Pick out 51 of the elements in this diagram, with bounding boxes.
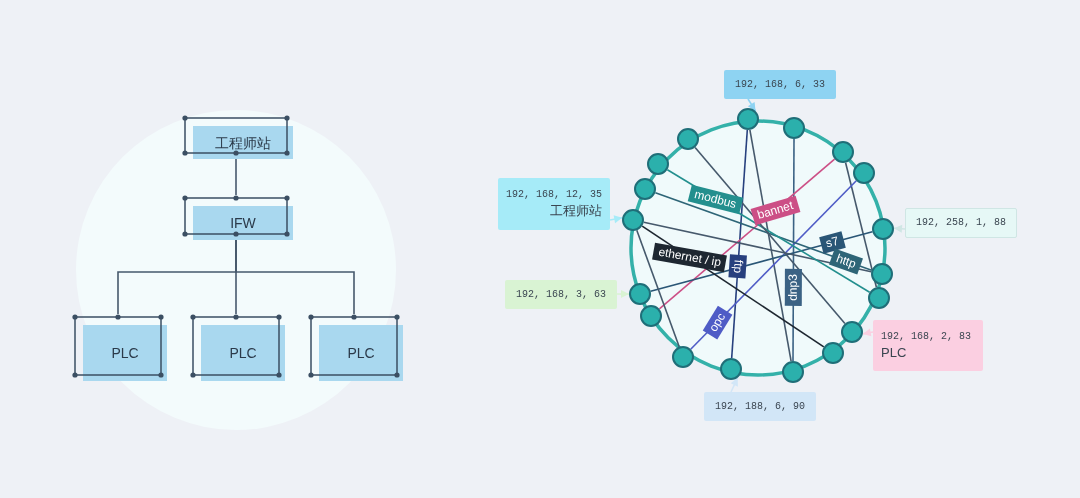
node-circle <box>868 287 890 309</box>
device-label: 工程师站 <box>550 202 602 220</box>
callout-box <box>873 320 983 371</box>
callout-box <box>498 178 610 230</box>
callout-pointer <box>730 376 739 393</box>
link-line <box>844 161 878 289</box>
link-line <box>730 129 749 359</box>
node-circle <box>672 346 694 368</box>
link-line <box>689 180 858 350</box>
callout-pointer <box>862 328 874 337</box>
node-circle <box>822 342 844 364</box>
node-circle <box>720 358 742 380</box>
node-circle <box>872 218 894 240</box>
callout-pointer <box>616 290 630 299</box>
callout-box <box>704 392 816 421</box>
ip-address-text: 192, 258, 1, 88 <box>916 216 1006 230</box>
callout-box <box>505 280 617 309</box>
node-label: PLC <box>347 344 375 362</box>
link-line <box>636 229 680 348</box>
link-line <box>694 146 846 325</box>
callout-pointer <box>747 98 757 112</box>
callout-box <box>905 208 1017 238</box>
link-line <box>749 129 792 362</box>
edge-label: dnp3 <box>784 269 802 307</box>
node-circle <box>647 153 669 175</box>
ip-address-text: 192, 168, 6, 33 <box>735 77 825 92</box>
node-circle <box>871 263 893 285</box>
connector-line <box>235 158 237 196</box>
ip-address-text: 192, 168, 3, 63 <box>516 287 606 302</box>
node-label: PLC <box>229 344 257 362</box>
ip-address-text: 192, 168, 2, 83 <box>881 329 971 344</box>
callout-pointer <box>609 215 623 224</box>
node-circle <box>783 117 805 139</box>
node-circle <box>782 361 804 383</box>
device-label: PLC <box>881 343 907 362</box>
node-circle <box>677 128 699 150</box>
node-circle <box>737 108 759 130</box>
node-circle <box>832 141 854 163</box>
node-circle <box>640 305 662 327</box>
connector-line <box>235 239 355 315</box>
node-label: IFW <box>230 214 256 232</box>
ip-address-text: 192, 168, 12, 35 <box>506 188 602 202</box>
node-circle <box>853 162 875 184</box>
callout-box <box>724 70 836 99</box>
node-circle <box>634 178 656 200</box>
callout-pointer <box>893 224 906 233</box>
node-circle <box>629 283 651 305</box>
node-label: PLC <box>111 344 139 362</box>
node-label: 工程师站 <box>215 133 271 152</box>
ip-address-text: 192, 188, 6, 90 <box>715 399 805 414</box>
node-circle <box>622 209 644 231</box>
